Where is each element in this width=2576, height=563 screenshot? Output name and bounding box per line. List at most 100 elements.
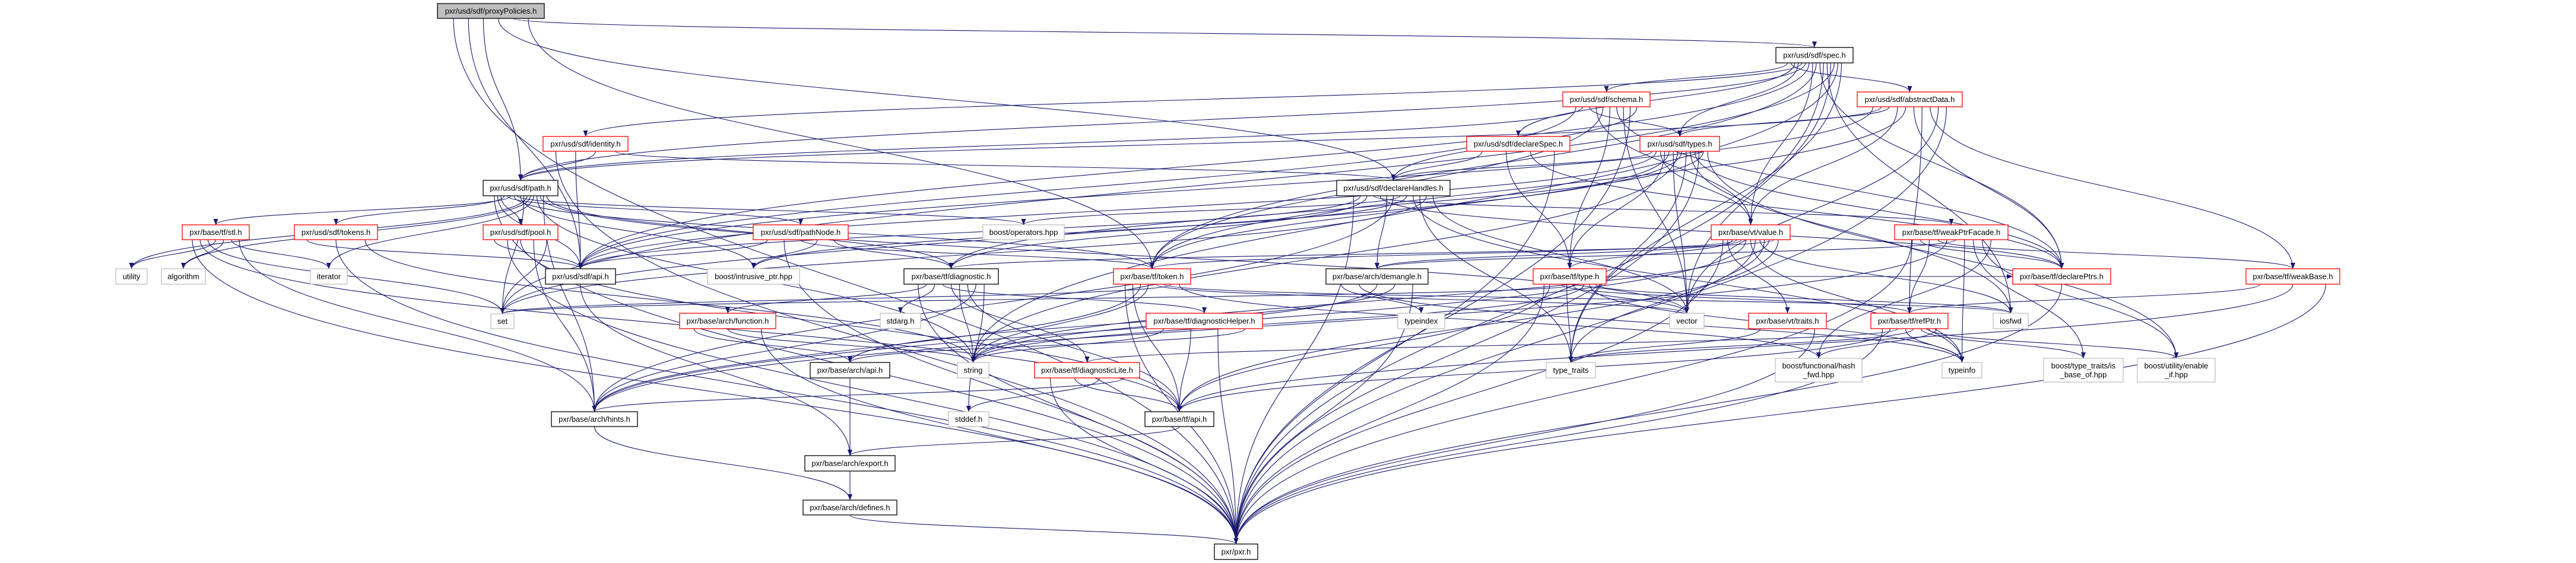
node-box[interactable] xyxy=(1993,313,2029,329)
node-box[interactable] xyxy=(483,180,559,196)
node-box[interactable] xyxy=(1034,362,1140,378)
node-box[interactable] xyxy=(753,224,849,240)
node-box[interactable] xyxy=(551,411,638,427)
node-box[interactable] xyxy=(1894,224,2009,240)
node-box[interactable] xyxy=(1669,313,1705,329)
node-box[interactable] xyxy=(810,362,890,378)
node-set[interactable]: set xyxy=(490,313,515,329)
node-value[interactable]: pxr/base/vt/value.h xyxy=(1711,224,1791,240)
node-refPtr[interactable]: pxr/base/tf/refPtr.h xyxy=(1870,313,1949,329)
node-stl[interactable]: pxr/base/tf/stl.h xyxy=(182,224,250,240)
node-box[interactable] xyxy=(880,313,921,329)
node-diagLite[interactable]: pxr/base/tf/diagnosticLite.h xyxy=(1034,362,1140,378)
node-box[interactable] xyxy=(1146,313,1263,329)
node-box[interactable] xyxy=(1639,136,1720,152)
node-box[interactable] xyxy=(1775,358,1863,383)
node-stdarg[interactable]: stdarg.h xyxy=(880,313,921,329)
node-token[interactable]: pxr/base/tf/token.h xyxy=(1113,268,1191,285)
node-box[interactable] xyxy=(1144,411,1214,427)
node-box[interactable] xyxy=(948,411,989,427)
node-box[interactable] xyxy=(804,455,896,472)
node-box[interactable] xyxy=(802,500,897,516)
node-box[interactable] xyxy=(1711,224,1791,240)
node-box[interactable] xyxy=(2012,268,2111,285)
node-box[interactable] xyxy=(437,3,545,19)
node-box[interactable] xyxy=(1870,313,1949,329)
node-pool[interactable]: pxr/usd/sdf/pool.h xyxy=(483,224,559,240)
node-pathNode[interactable]: pxr/usd/sdf/pathNode.h xyxy=(753,224,849,240)
node-hashfwd[interactable]: boost/functional/hash_fwd.hpp xyxy=(1775,358,1863,383)
node-vector[interactable]: vector xyxy=(1669,313,1705,329)
node-box[interactable] xyxy=(1214,543,1258,560)
node-box[interactable] xyxy=(1775,47,1854,63)
node-box[interactable] xyxy=(161,268,206,285)
node-box[interactable] xyxy=(490,313,515,329)
node-box[interactable] xyxy=(310,268,348,285)
node-box[interactable] xyxy=(2137,358,2216,383)
node-enableif[interactable]: boost/utility/enable_if.hpp xyxy=(2137,358,2216,383)
node-function[interactable]: pxr/base/arch/function.h xyxy=(679,313,776,329)
node-box[interactable] xyxy=(1533,268,1607,285)
node-box[interactable] xyxy=(903,268,999,285)
node-string[interactable]: string xyxy=(957,362,989,378)
node-declareHandles[interactable]: pxr/usd/sdf/declareHandles.h xyxy=(1336,180,1451,196)
node-box[interactable] xyxy=(1466,136,1571,152)
node-box[interactable] xyxy=(115,268,148,285)
node-box[interactable] xyxy=(483,224,559,240)
node-abstractData[interactable]: pxr/usd/sdf/abstractData.h xyxy=(1857,91,1963,107)
node-hints[interactable]: pxr/base/arch/hints.h xyxy=(551,411,638,427)
node-declareSpec[interactable]: pxr/usd/sdf/declareSpec.h xyxy=(1466,136,1571,152)
node-spec[interactable]: pxr/usd/sdf/spec.h xyxy=(1775,47,1854,63)
node-tftype[interactable]: pxr/base/tf/type.h xyxy=(1533,268,1607,285)
node-utility[interactable]: utility xyxy=(115,268,148,285)
node-box[interactable] xyxy=(1562,91,1651,107)
node-pxr[interactable]: pxr/pxr.h xyxy=(1214,543,1258,560)
node-algorithm[interactable]: algorithm xyxy=(161,268,206,285)
node-demangle[interactable]: pxr/base/arch/demangle.h xyxy=(1325,268,1429,285)
node-operators[interactable]: boost/operators.hpp xyxy=(982,224,1065,240)
node-schema[interactable]: pxr/usd/sdf/schema.h xyxy=(1562,91,1651,107)
node-declarePtrs[interactable]: pxr/base/tf/declarePtrs.h xyxy=(2012,268,2111,285)
node-box[interactable] xyxy=(982,224,1065,240)
node-root[interactable]: pxr/usd/sdf/proxyPolicies.h xyxy=(437,3,545,19)
node-vttraits[interactable]: pxr/base/vt/traits.h xyxy=(1748,313,1827,329)
node-sdfapi[interactable]: pxr/usd/sdf/api.h xyxy=(545,268,616,285)
node-box[interactable] xyxy=(1941,362,1982,378)
node-box[interactable] xyxy=(1336,180,1451,196)
node-typeinfo[interactable]: typeinfo xyxy=(1941,362,1982,378)
node-tokens[interactable]: pxr/usd/sdf/tokens.h xyxy=(294,224,378,240)
node-box[interactable] xyxy=(1397,313,1445,329)
node-box[interactable] xyxy=(543,136,629,152)
node-weakPtrFacade[interactable]: pxr/base/tf/weakPtrFacade.h xyxy=(1894,224,2009,240)
node-defines[interactable]: pxr/base/arch/defines.h xyxy=(802,500,897,516)
node-box[interactable] xyxy=(2245,268,2340,285)
node-iosfwd[interactable]: iosfwd xyxy=(1993,313,2029,329)
node-box[interactable] xyxy=(2043,358,2124,383)
node-types[interactable]: pxr/usd/sdf/types.h xyxy=(1639,136,1720,152)
node-typeindex[interactable]: typeindex xyxy=(1397,313,1445,329)
node-box[interactable] xyxy=(1113,268,1191,285)
node-box[interactable] xyxy=(294,224,378,240)
node-diagnostic[interactable]: pxr/base/tf/diagnostic.h xyxy=(903,268,999,285)
node-stddef[interactable]: stddef.h xyxy=(948,411,989,427)
node-diagHelper[interactable]: pxr/base/tf/diagnosticHelper.h xyxy=(1146,313,1263,329)
node-intrusive[interactable]: boost/intrusive_ptr.hpp xyxy=(707,268,800,285)
node-identity[interactable]: pxr/usd/sdf/identity.h xyxy=(543,136,629,152)
node-typetraits[interactable]: type_traits xyxy=(1546,362,1596,378)
node-export[interactable]: pxr/base/arch/export.h xyxy=(804,455,896,472)
node-box[interactable] xyxy=(1748,313,1827,329)
node-isbaseof[interactable]: boost/type_traits/is_base_of.hpp xyxy=(2043,358,2124,383)
node-box[interactable] xyxy=(1546,362,1596,378)
node-box[interactable] xyxy=(707,268,800,285)
node-iterator[interactable]: iterator xyxy=(310,268,348,285)
node-box[interactable] xyxy=(545,268,616,285)
node-box[interactable] xyxy=(957,362,989,378)
node-archapi[interactable]: pxr/base/arch/api.h xyxy=(810,362,890,378)
node-box[interactable] xyxy=(1325,268,1429,285)
node-tfapi[interactable]: pxr/base/tf/api.h xyxy=(1144,411,1214,427)
node-weakBase[interactable]: pxr/base/tf/weakBase.h xyxy=(2245,268,2340,285)
node-box[interactable] xyxy=(679,313,776,329)
node-box[interactable] xyxy=(182,224,250,240)
node-path[interactable]: pxr/usd/sdf/path.h xyxy=(483,180,559,196)
node-box[interactable] xyxy=(1857,91,1963,107)
